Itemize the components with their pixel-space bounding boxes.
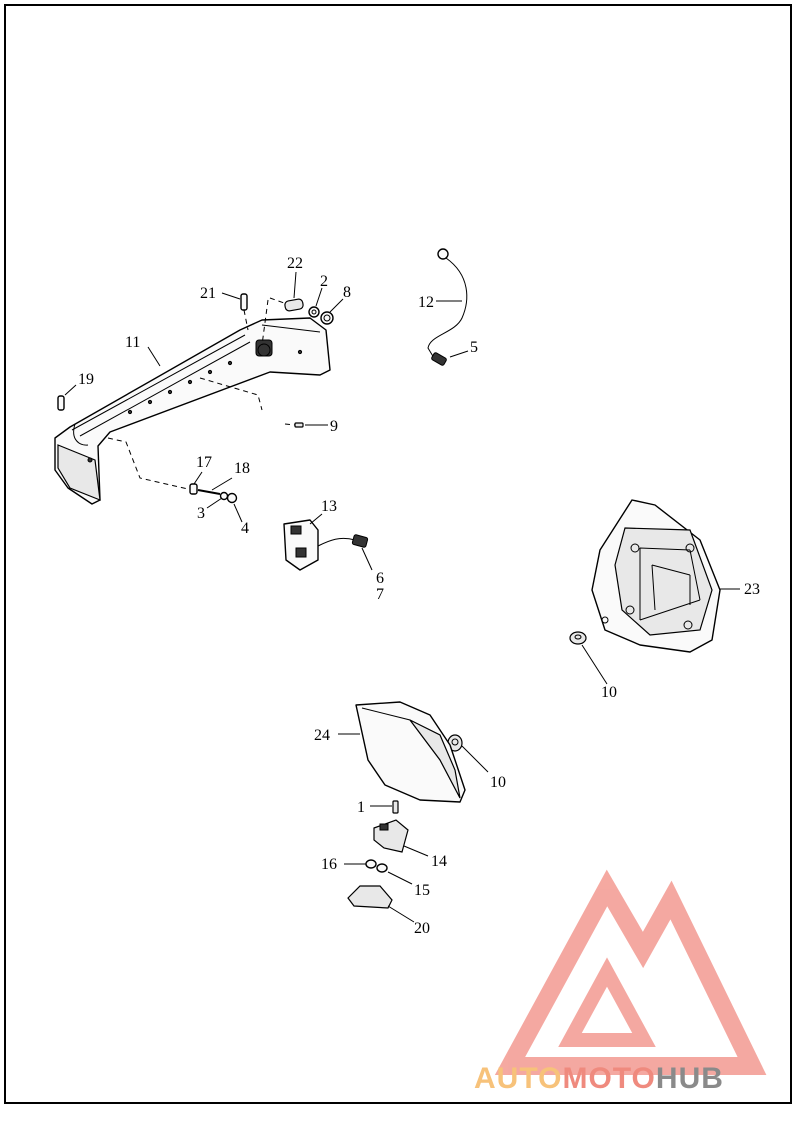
callout-3: 3 [197,505,205,522]
callout-22: 22 [287,255,303,272]
callout-6: 6 [376,570,384,587]
part-21-stud [240,293,248,311]
leader-lines [64,271,740,923]
callout-10-upper: 10 [601,684,617,701]
callout-2: 2 [320,273,328,290]
part-2-washer [308,306,320,318]
part-13-latch [283,519,369,571]
part-17-bushing [189,483,198,495]
part-19-pin [57,395,65,411]
callout-23: 23 [744,581,760,598]
part-18-bolt [197,489,221,495]
part-10-grommet-upper [569,631,587,645]
part-9-screw [294,422,304,428]
callout-21: 21 [200,285,216,302]
part-14-bracket [373,819,409,853]
part-4-nut [226,492,238,504]
callout-19: 19 [78,371,94,388]
callout-10-lower: 10 [490,774,506,791]
part-12-cable [427,248,468,366]
callout-12: 12 [418,294,434,311]
diagram-frame [4,4,792,1104]
callout-14: 14 [431,853,447,870]
callout-4: 4 [241,520,249,537]
part-20-plate [347,885,393,909]
callout-5: 5 [470,339,478,356]
part-23-speaker-housing [591,499,721,653]
watermark-text-hub: HUB [655,1062,724,1095]
part-22-cylinder [284,298,304,312]
watermark-logo [494,869,767,1075]
callout-1: 1 [357,799,365,816]
callout-8: 8 [343,284,351,301]
assembly-dashed-lines [107,297,296,490]
callout-24: 24 [314,727,330,744]
callout-13: 13 [321,498,337,515]
part-1-screw [392,800,399,814]
callout-7: 7 [376,586,384,603]
callout-9: 9 [330,418,338,435]
part-11-rear-bar [54,317,331,505]
watermark-text-moto: MOTO [562,1062,656,1095]
callout-18: 18 [234,460,250,477]
callout-17: 17 [196,454,212,471]
callout-20: 20 [414,920,430,937]
part-8-nut [320,311,334,325]
part-24-cover [355,701,466,803]
callout-numbers: 11 19 21 22 2 8 12 5 9 17 18 3 4 13 6 7 … [78,255,760,937]
callout-15: 15 [414,882,430,899]
watermark-brand-text: AUTOMOTOHUB [474,1062,794,1098]
part-15-clip [376,863,388,873]
part-16-clip [365,859,377,869]
watermark-text-auto: AUTO [474,1062,563,1095]
callout-11: 11 [125,334,140,351]
callout-16: 16 [321,856,337,873]
